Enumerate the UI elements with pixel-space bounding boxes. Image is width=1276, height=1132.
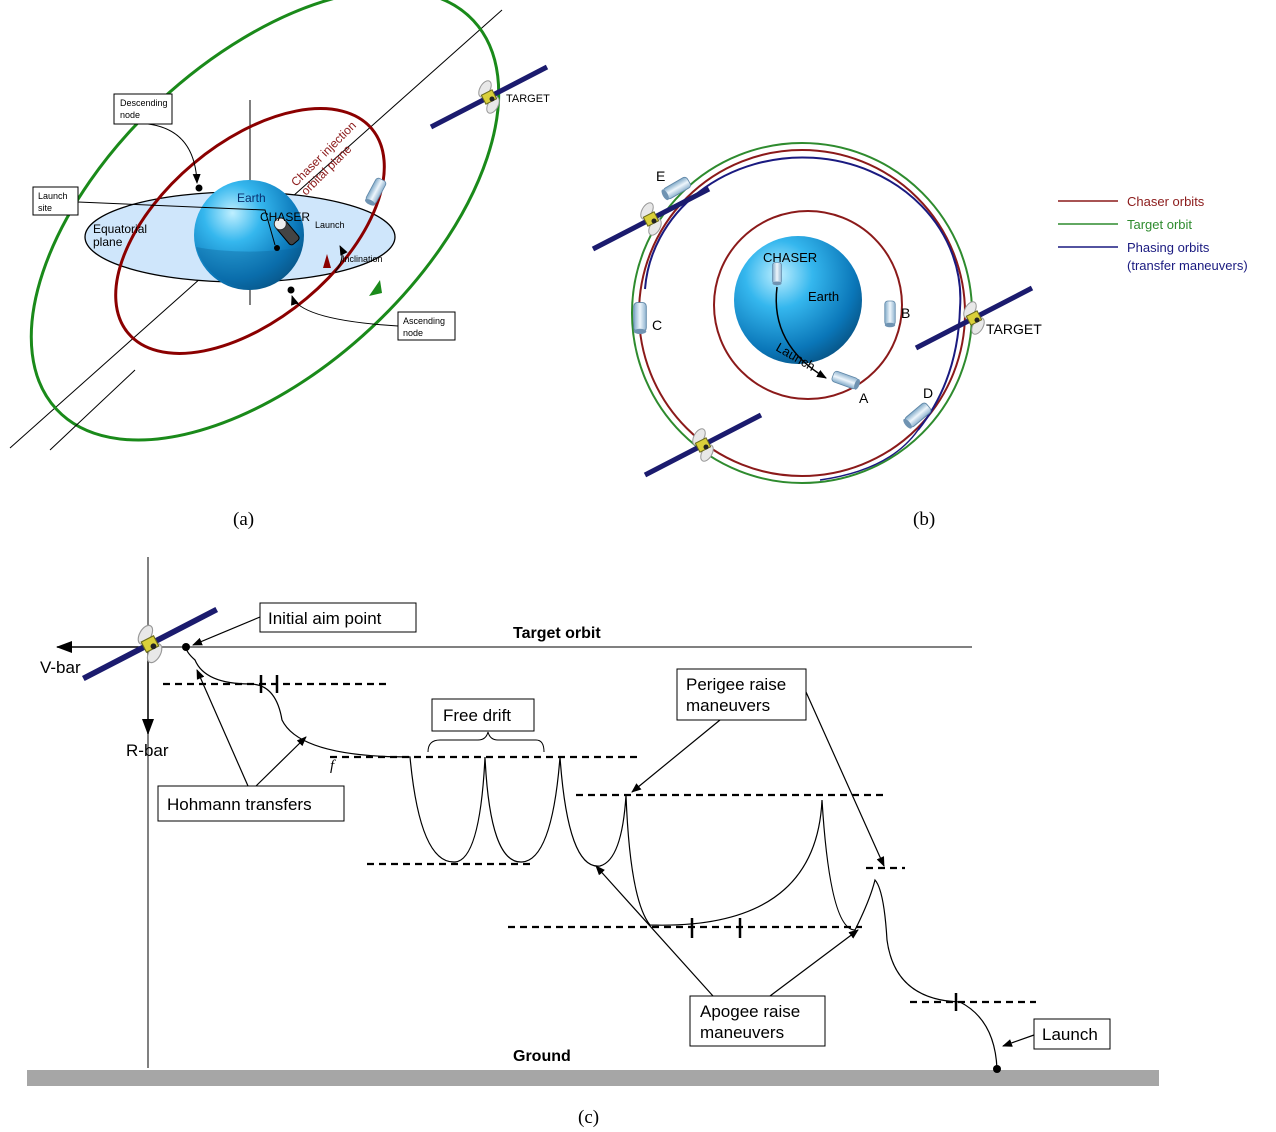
- target-satellite-b-upper: [593, 189, 709, 249]
- apogee-leader-2: [769, 929, 859, 997]
- target-orbit-arrowhead: [369, 280, 382, 296]
- chaser-label-a: CHASER: [260, 210, 310, 224]
- launch-box: [1033, 1018, 1111, 1050]
- ascending-node-box: [397, 311, 456, 341]
- legend-b: Chaser orbits Target orbit Phasing orbit…: [1058, 194, 1248, 273]
- target-orbit-label: Target orbit: [513, 625, 601, 642]
- apogee-box: [689, 995, 826, 1047]
- descending-node-point: [195, 184, 203, 192]
- f-mark: f: [330, 758, 336, 774]
- hohmann-box: [157, 785, 345, 822]
- apogee-label-1: Apogee raise: [700, 1002, 800, 1021]
- launch-label-c: Launch: [1042, 1025, 1098, 1044]
- vbar-label: V-bar: [40, 658, 81, 677]
- chaser-position-b: [884, 300, 896, 328]
- perigee-leader-1: [631, 719, 721, 793]
- descending-node-leader: [147, 123, 201, 184]
- chaser-launcher-a: [273, 217, 300, 246]
- hohmann-leader-2: [255, 736, 307, 787]
- free-drift-label: Free drift: [443, 706, 511, 725]
- inclination-arc: [334, 245, 348, 273]
- launch-site-box: [32, 186, 79, 216]
- ascending-node-label-2: node: [403, 328, 423, 338]
- phasing-orbit-tail: [819, 429, 919, 481]
- equatorial-plane-label-2: plane: [93, 235, 123, 249]
- descending-node-label-2: node: [120, 110, 140, 120]
- point-b-label: B: [901, 305, 910, 321]
- descending-node-label-1: Descending: [120, 98, 168, 108]
- launch-trajectory-b: [775, 286, 827, 379]
- launch-site-leader: [77, 201, 276, 246]
- equatorial-plane-label-1: Equatorial: [93, 222, 147, 236]
- ascending-node-label-1: Ascending: [403, 316, 445, 326]
- perigee-label-2: maneuvers: [686, 696, 770, 715]
- perigee-box: [676, 668, 807, 721]
- launch-point-dot: [993, 1065, 1001, 1073]
- point-e-label: E: [656, 168, 665, 184]
- point-a-label: A: [859, 390, 869, 406]
- initial-aim-point-label: Initial aim point: [268, 609, 382, 628]
- chaser-plane-arrowhead: [323, 254, 331, 268]
- ground-bar: [27, 1070, 1159, 1086]
- chaser-trajectory: [185, 646, 998, 1070]
- apogee-label-2: maneuvers: [700, 1023, 784, 1042]
- ascending-node-point: [287, 286, 295, 294]
- initial-aim-point-dot: [182, 643, 190, 651]
- earth-label-a: Earth: [237, 191, 266, 205]
- chaser-injection-plane: [114, 107, 386, 355]
- hohmann-label: Hohmann transfers: [167, 795, 312, 814]
- launch-site-label-2: site: [38, 203, 52, 213]
- launch-site-label-1: Launch: [38, 191, 68, 201]
- target-label-b: TARGET: [986, 321, 1042, 337]
- initial-aim-point-box: [259, 602, 417, 633]
- chaser-plane-line-ext: [49, 369, 136, 451]
- ascending-node-leader: [291, 295, 399, 327]
- caption-c: (c): [578, 1107, 599, 1128]
- legend-chaser-label: Chaser orbits: [1127, 194, 1205, 209]
- hohmann-leader-1: [196, 669, 249, 787]
- launch-label-a: Launch: [315, 220, 345, 230]
- earth-label-b: Earth: [808, 289, 839, 304]
- earth-a: [194, 180, 304, 290]
- perigee-leader-2: [805, 691, 885, 867]
- panel-c: Ground V-bar R-bar Target orbit f Initia…: [27, 557, 1159, 1128]
- earth-shadow: [196, 247, 302, 288]
- panel-b: CHASER Earth Launch TARGET A B C D E Cha…: [593, 142, 1248, 530]
- panel-a: Descending node Launch site Equatorial p…: [9, 0, 550, 530]
- legend-phasing-label: Phasing orbits: [1127, 240, 1210, 255]
- ground-label: Ground: [513, 1048, 571, 1065]
- target-satellite-b: [916, 288, 1032, 348]
- free-drift-brace: [427, 731, 545, 753]
- chaser-position-a: [830, 369, 862, 391]
- rbar-label: R-bar: [126, 741, 169, 760]
- chaser-position-c: [633, 302, 647, 335]
- chaser-cylinder-a: [363, 176, 388, 208]
- apogee-leader-1: [595, 865, 714, 997]
- earth-b: [734, 236, 862, 364]
- launch-site-point: [274, 245, 280, 251]
- launch-leader: [1002, 1034, 1035, 1047]
- target-label-a: TARGET: [506, 93, 550, 105]
- inclination-label: Inclination: [342, 254, 383, 264]
- aim-point-leader: [192, 616, 261, 646]
- caption-b: (b): [913, 509, 935, 530]
- chaser-label-b: CHASER: [763, 250, 817, 265]
- point-d-label: D: [923, 385, 933, 401]
- chaser-orbit-inner: [713, 210, 903, 400]
- caption-a: (a): [233, 509, 254, 530]
- phasing-orbit: [644, 156, 962, 431]
- legend-phasing-sub-label: (transfer maneuvers): [1127, 258, 1248, 273]
- chaser-cylinder-launch: [772, 262, 782, 286]
- point-c-label: C: [652, 317, 662, 333]
- legend-target-label: Target orbit: [1127, 217, 1192, 232]
- descending-node-box: [113, 93, 173, 125]
- free-drift-box: [431, 698, 535, 732]
- perigee-label-1: Perigee raise: [686, 675, 786, 694]
